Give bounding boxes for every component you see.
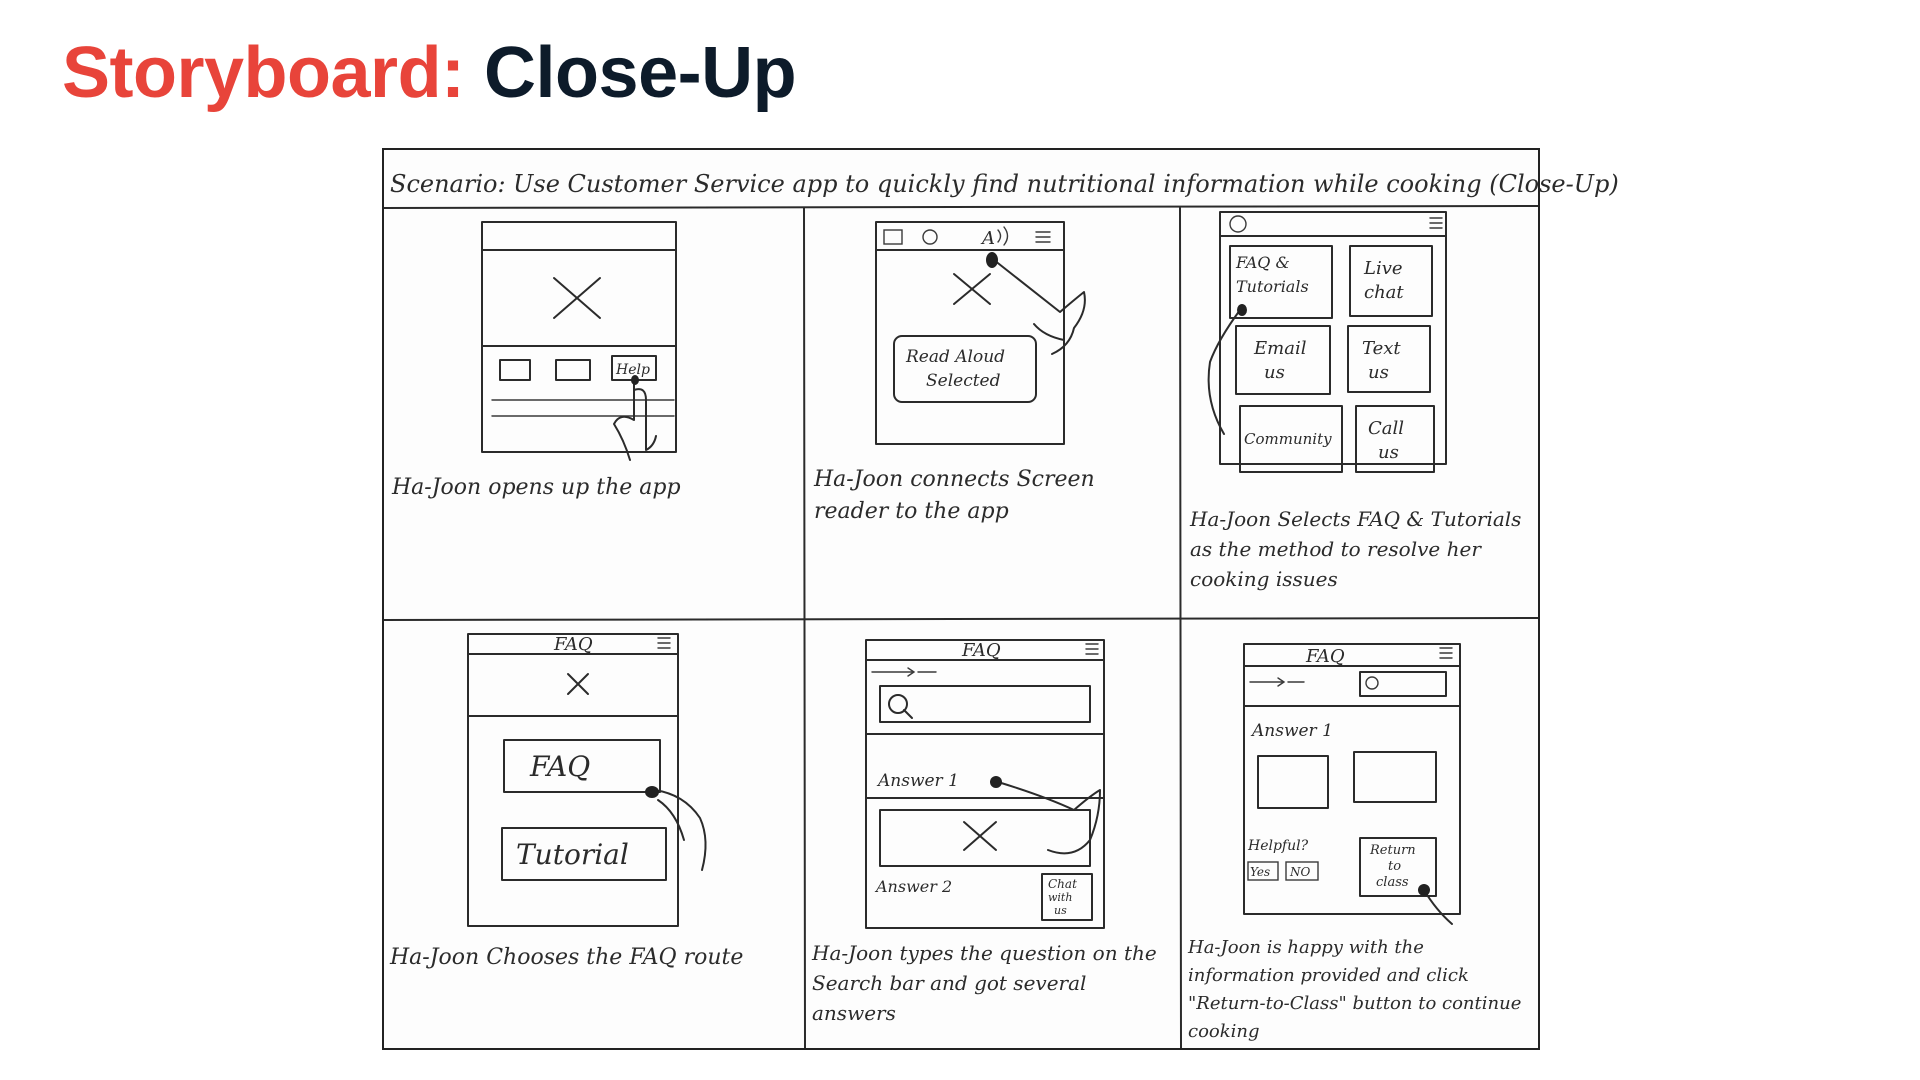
email-us-tile	[1235, 325, 1331, 395]
live-chat-tile	[1349, 245, 1433, 317]
panel-2-caption: Ha-Joon connects Screen reader to the ap…	[814, 467, 1095, 524]
call-us-label: Call	[1368, 418, 1404, 439]
title-main: Close-Up	[484, 33, 797, 113]
search-icon	[888, 694, 908, 714]
hand-icon	[613, 377, 657, 461]
answer-image-1	[1257, 755, 1329, 809]
chat-with-us-button-sketch	[1041, 873, 1093, 921]
text-us-label-2: us	[1368, 362, 1389, 383]
finger-icon	[653, 789, 707, 871]
text-us-label: Text	[1362, 338, 1401, 359]
search-bar-sketch	[879, 685, 1091, 723]
read-aloud-label-2: Selected	[926, 371, 1001, 391]
phone-frame	[865, 639, 1105, 929]
faq-option-label: FAQ	[529, 750, 590, 783]
panel-3-caption: Ha-Joon Selects FAQ & Tutorials as the m…	[1190, 507, 1522, 591]
answer-1-label: Answer 1	[876, 771, 959, 791]
faq-header: FAQ	[1305, 646, 1345, 667]
read-aloud-label-1: Read Aloud	[905, 347, 1005, 367]
return-label-1: Return	[1369, 843, 1416, 858]
panel-2-sketch: A Read Aloud Selected	[875, 221, 1086, 445]
faq-tutorials-label-2: Tutorials	[1236, 277, 1309, 296]
email-us-label: Email	[1253, 338, 1307, 359]
panel-4-sketch: FAQ FAQ Tutorial	[467, 633, 707, 927]
title-accent: Storyboard:	[62, 33, 465, 113]
helpful-label: Helpful?	[1247, 838, 1309, 854]
finger-icon	[993, 259, 1086, 355]
panel-5-caption: Ha-Joon types the question on the Search…	[812, 941, 1157, 1025]
panel-1-sketch: Help	[481, 221, 677, 461]
panel-grid	[384, 205, 1538, 1048]
a-icon-label: A	[980, 228, 995, 249]
chat-label-3: us	[1054, 904, 1067, 917]
scenario-text: Scenario: Use Customer Service app to qu…	[390, 170, 1619, 198]
panel-6-sketch: FAQ Answer 1 Helpful? Yes NO Return to c…	[1243, 643, 1461, 925]
faq-tutorials-label: FAQ &	[1235, 253, 1290, 272]
panel-3-sketch: FAQ & Tutorials Live chat Email us Text …	[1207, 211, 1447, 473]
yes-label: Yes	[1250, 865, 1270, 879]
tutorial-option-box	[501, 827, 667, 881]
speaker-icon	[997, 226, 1009, 246]
faq-tutorials-tile	[1229, 245, 1333, 319]
search-bar-sketch	[1359, 671, 1447, 697]
finger-icon	[1423, 889, 1453, 925]
answer-image-2	[1353, 751, 1437, 803]
return-label-2: to	[1388, 859, 1401, 874]
phone-frame	[1219, 211, 1447, 465]
phone-frame	[875, 221, 1065, 445]
help-button-label: Help	[615, 362, 650, 378]
finger-icon	[1207, 309, 1241, 435]
community-tile	[1239, 405, 1343, 473]
search-icon	[1365, 676, 1379, 690]
live-chat-label: Live	[1363, 258, 1403, 279]
finger-icon	[997, 781, 1101, 855]
return-label-3: class	[1376, 875, 1409, 890]
tutorial-option-label: Tutorial	[516, 838, 629, 871]
answer-media-box	[879, 809, 1091, 867]
phone-frame	[481, 221, 677, 453]
panel-5-sketch: FAQ Answer 1 Answer 2 Chat with us	[865, 639, 1105, 929]
panel-1-caption: Ha-Joon opens up the app	[392, 475, 681, 500]
answer-2-label: Answer 2	[874, 877, 952, 896]
text-us-tile	[1347, 325, 1431, 393]
faq-header: FAQ	[961, 640, 1001, 661]
read-aloud-box	[893, 335, 1037, 403]
return-to-class-button-sketch	[1359, 837, 1437, 897]
call-us-tile	[1355, 405, 1435, 473]
phone-frame	[467, 633, 679, 927]
answer-1-label: Answer 1	[1250, 721, 1333, 741]
slide-title: Storyboard: Close-Up	[62, 32, 797, 114]
email-us-label-2: us	[1264, 362, 1285, 383]
community-label: Community	[1244, 430, 1332, 448]
storyboard-sketch: Scenario: Use Customer Service app to qu…	[382, 148, 1619, 1050]
faq-header: FAQ	[553, 634, 593, 655]
live-chat-label-2: chat	[1364, 282, 1404, 303]
faq-option-box	[503, 739, 661, 793]
chat-label-2: with	[1048, 891, 1072, 904]
phone-frame	[1243, 643, 1461, 915]
no-label: NO	[1289, 865, 1311, 879]
chat-label-1: Chat	[1048, 877, 1077, 891]
storyboard-drawing: Help A Read Aloud Selected	[384, 205, 1538, 1048]
call-us-label-2: us	[1378, 442, 1399, 463]
panel-4-caption: Ha-Joon Chooses the FAQ route	[390, 945, 744, 970]
panel-6-caption: Ha-Joon is happy with the information pr…	[1188, 937, 1522, 1042]
